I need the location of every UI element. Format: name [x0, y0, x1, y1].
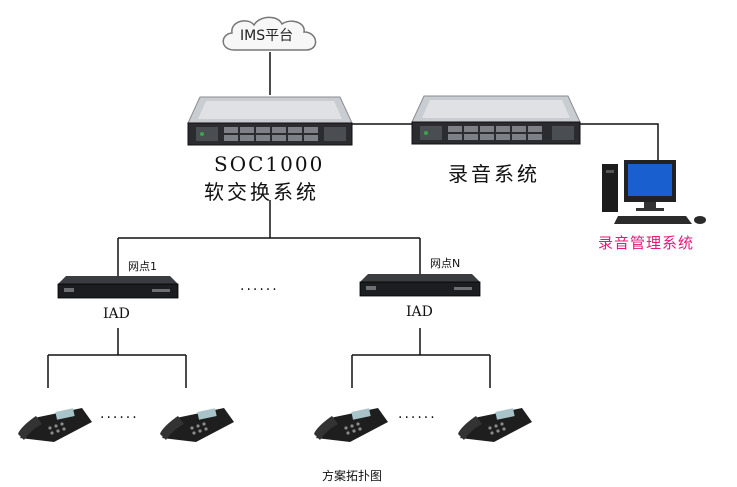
telephone-icon	[458, 408, 532, 442]
iad-label-right: IAD	[406, 304, 433, 320]
telephone-icon	[18, 408, 92, 442]
phone-ellipsis-left: ······	[100, 410, 139, 426]
computer-icon	[602, 160, 706, 224]
server-icon	[411, 95, 581, 145]
node-1-label: 网点1	[128, 260, 157, 273]
recording-system-label: 录音系统	[448, 162, 540, 186]
telephone-icon	[160, 408, 234, 442]
phone-ellipsis-right: ······	[398, 410, 437, 426]
softswitch-system-label: 软交换系统	[204, 180, 319, 204]
ims-platform-label: IMS平台	[240, 28, 294, 44]
node-ellipsis: ······	[240, 282, 279, 298]
server-icon	[187, 96, 353, 146]
telephone-icon	[314, 408, 388, 442]
soc1000-label: SOC1000	[214, 152, 325, 176]
iad-device-icon	[57, 276, 179, 299]
node-n-label: 网点N	[430, 257, 461, 270]
diagram-caption: 方案拓扑图	[322, 469, 383, 483]
cloud-icon	[222, 16, 317, 51]
iad-device-icon	[359, 274, 481, 297]
recording-management-label: 录音管理系统	[598, 234, 695, 252]
iad-label-left: IAD	[103, 306, 130, 322]
